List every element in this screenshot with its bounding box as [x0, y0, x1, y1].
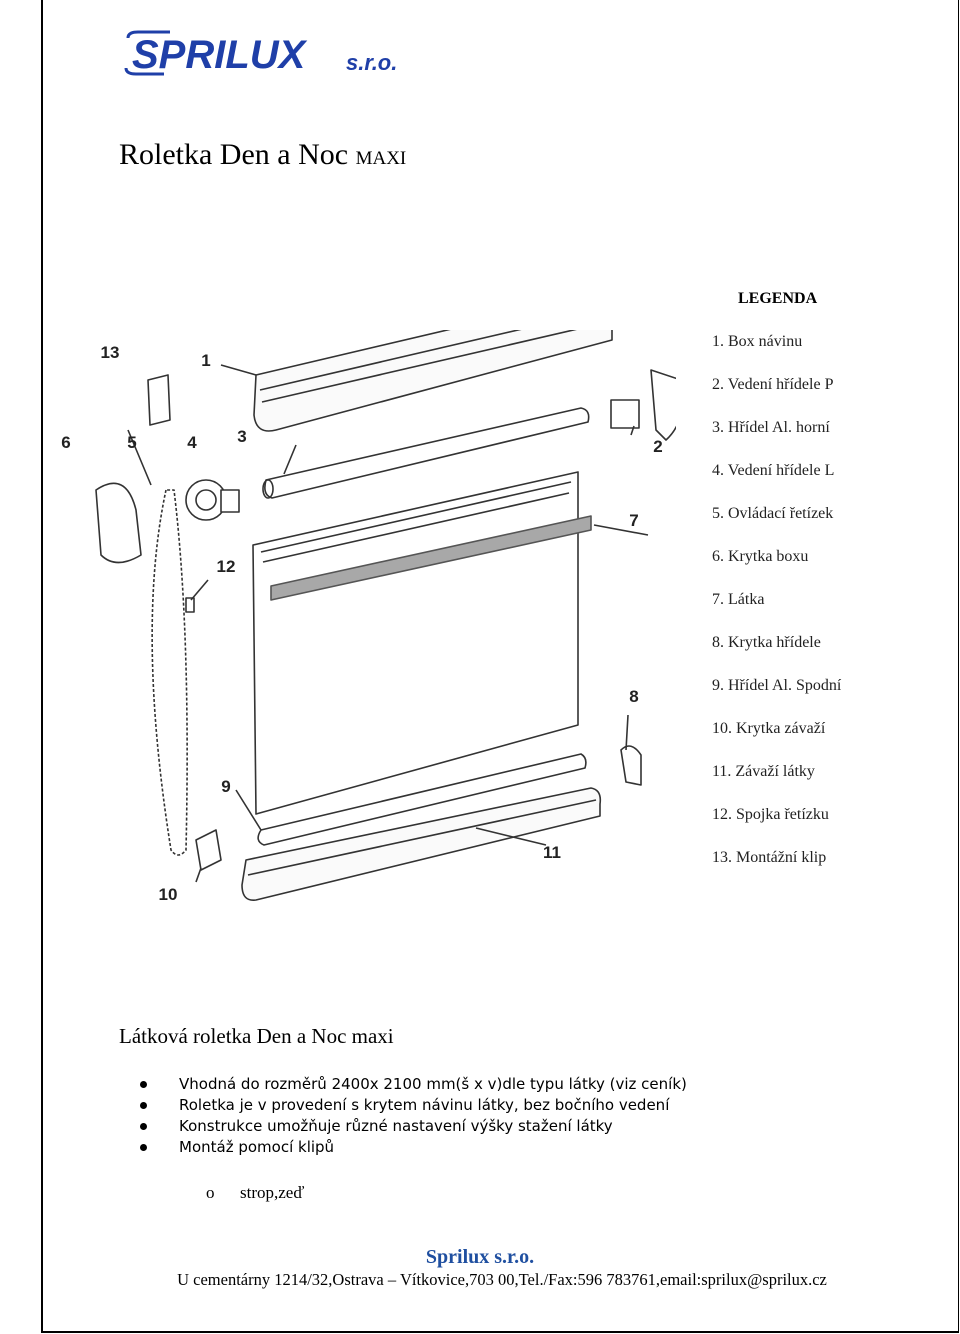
callout-13: 13	[101, 343, 120, 362]
legend-item: 1. Box návinu	[712, 333, 803, 350]
legend-item: 5. Ovládací řetízek	[712, 505, 834, 522]
callout-10: 10	[159, 885, 178, 904]
legend-item: 7. Látka	[712, 591, 765, 608]
callout-1: 1	[201, 351, 210, 370]
callout-5: 5	[127, 433, 136, 452]
legend-item: 13. Montážní klip	[712, 849, 827, 866]
bullet-icon	[140, 1081, 147, 1088]
callout-2: 2	[653, 437, 662, 456]
callout-7: 7	[629, 511, 638, 530]
bullet-icon	[140, 1123, 147, 1130]
footer-address: U cementárny 1214/32,Ostrava – Vítkovice…	[177, 1270, 827, 1289]
svg-text:s.r.o.: s.r.o.	[346, 50, 397, 75]
callout-3: 3	[237, 427, 246, 446]
mounting-subitem-text: strop,zeď	[240, 1183, 305, 1202]
callout-12: 12	[217, 557, 236, 576]
legend-title: LEGENDA	[738, 290, 818, 307]
product-subtitle: Látková roletka Den a Noc maxi	[119, 1024, 394, 1048]
page-title: Roletka Den a Noc MAXI	[119, 138, 406, 172]
footer-company: Sprilux s.r.o.	[425, 1246, 535, 1268]
legend-item: 12. Spojka řetízku	[712, 806, 829, 823]
callout-9: 9	[221, 777, 230, 796]
legend-item: 8. Krytka hřídele	[712, 634, 821, 651]
legend-item: 10. Krytka závaží	[712, 720, 826, 737]
legend-item: 11. Závaží látky	[712, 763, 815, 780]
title-suffix: MAXI	[355, 148, 407, 169]
title-main: Roletka Den a Noc	[119, 138, 349, 171]
legend-item: 4. Vedení hřídele L	[712, 462, 835, 479]
callout-6: 6	[61, 433, 70, 452]
callout-4: 4	[187, 433, 197, 452]
legend-item: 2. Vedení hřídele P	[712, 376, 834, 393]
svg-text:SPRILUX: SPRILUX	[132, 33, 308, 77]
sprilux-logo: SPRILUX s.r.o.	[124, 30, 397, 77]
sub-bullet-icon: o	[206, 1183, 215, 1202]
exploded-blind-diagram: 13 1 6 5 4 3 2 7 12 8 9 11 10	[61, 330, 676, 904]
bullet-icon	[140, 1102, 147, 1109]
legend-item: 6. Krytka boxu	[712, 548, 809, 565]
callout-8: 8	[629, 687, 638, 706]
callout-11: 11	[543, 843, 561, 862]
page-border	[41, 0, 959, 1333]
legend-item: 3. Hřídel Al. horní	[712, 419, 830, 436]
bullet-icon	[140, 1144, 147, 1151]
legend-item: 9. Hřídel Al. Spodní	[712, 677, 842, 694]
